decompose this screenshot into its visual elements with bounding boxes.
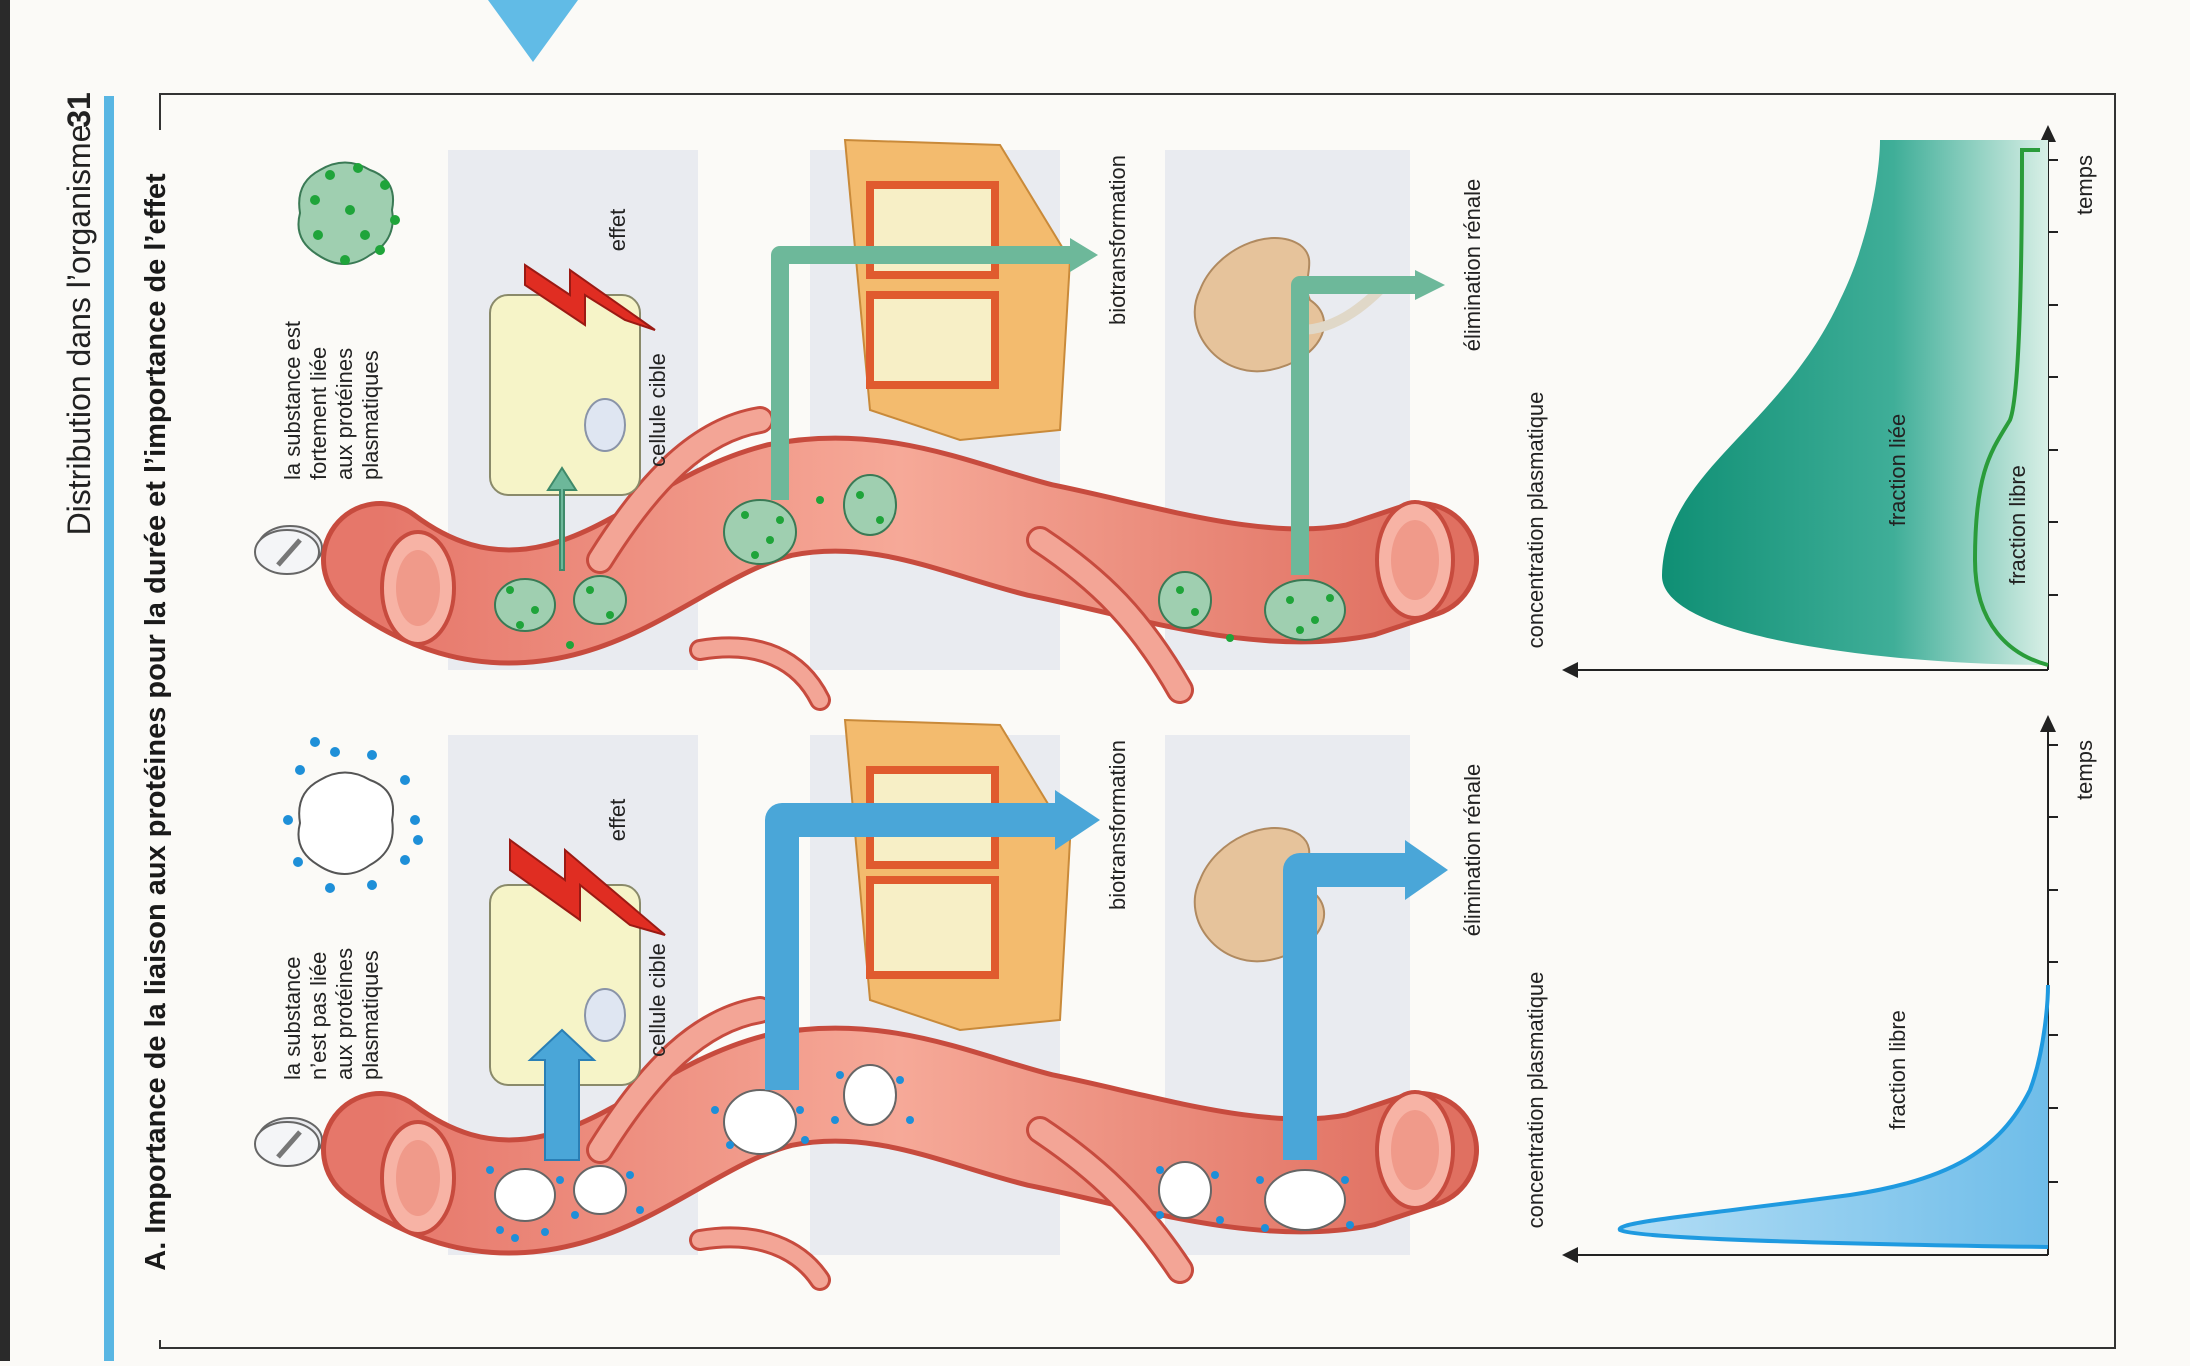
renal-elimination-label: élimination rénale bbox=[1460, 764, 1485, 936]
free-substance-label: la substance n’est pas liée aux protéine… bbox=[280, 942, 383, 1080]
biotransformation-label: biotransformation bbox=[1105, 155, 1130, 325]
binding-edge bbox=[0, 0, 10, 1361]
renal-elimination-arrowhead bbox=[1405, 840, 1448, 900]
blood-vessel bbox=[321, 406, 1479, 711]
blood-vessel bbox=[321, 996, 1479, 1291]
target-cell bbox=[489, 884, 641, 1086]
chart-bound-label-bound: fraction liée bbox=[1885, 414, 1910, 527]
chart-free-label-free: fraction libre bbox=[1885, 1010, 1910, 1130]
chart-free-time-arrow bbox=[2040, 715, 2056, 732]
accent-bar bbox=[104, 96, 114, 1361]
chart-bound-free-line bbox=[1972, 148, 2049, 667]
chart-bound-xlabel: temps bbox=[2072, 155, 2097, 215]
page-number: 31 bbox=[61, 92, 97, 128]
renal-elimination-arrow bbox=[1283, 853, 1410, 1160]
chart-free: fraction libre concentration plasmatique… bbox=[1523, 715, 2097, 1263]
effect-bolt-icon bbox=[524, 263, 656, 331]
figure-title-backdrop bbox=[144, 130, 178, 1340]
page-header-title: Distribution dans l’organisme bbox=[61, 125, 97, 536]
target-cell-label: cellule cible bbox=[645, 353, 670, 467]
panel-bound: la substance est fortement liée aux prot… bbox=[254, 138, 1485, 711]
effect-uptake-arrow bbox=[527, 1028, 597, 1161]
tablet-icon bbox=[254, 525, 323, 575]
effect-uptake-arrow bbox=[546, 466, 578, 571]
protein-free-icon bbox=[283, 737, 423, 893]
protein-bound-icon bbox=[297, 161, 400, 265]
figure-title: A. Importance de la liaison aux protéine… bbox=[140, 173, 172, 1271]
biotransformation-arrowhead bbox=[1055, 790, 1100, 850]
chart-bound-conc-arrow bbox=[1562, 662, 1578, 678]
effect-label: effet bbox=[605, 209, 630, 251]
renal-elimination-arrowhead bbox=[1415, 270, 1445, 300]
effect-bolt-icon bbox=[509, 838, 666, 936]
bound-substance-label: la substance est fortement liée aux prot… bbox=[280, 315, 383, 480]
biotransformation-label: biotransformation bbox=[1105, 740, 1130, 910]
chart-free-line bbox=[1617, 984, 2050, 1249]
effect-label: effet bbox=[605, 799, 630, 841]
chart-free-xlabel: temps bbox=[2072, 740, 2097, 800]
tablet-icon bbox=[254, 1117, 323, 1167]
chart-bound-time-arrow bbox=[2040, 125, 2056, 142]
chart-free-ylabel: concentration plasmatique bbox=[1523, 972, 1548, 1229]
top-marker-triangle bbox=[488, 0, 578, 62]
target-cell-label: cellule cible bbox=[645, 943, 670, 1057]
renal-elimination-arrow bbox=[1291, 276, 1420, 575]
target-cell bbox=[489, 294, 641, 496]
chart-bound-label-free: fraction libre bbox=[2005, 465, 2030, 585]
chart-bound: fraction liée fraction libre concentrati… bbox=[1523, 125, 2097, 678]
biotransformation-arrow bbox=[765, 803, 1060, 1090]
biotransformation-arrow bbox=[771, 246, 1075, 500]
chart-free-conc-arrow bbox=[1562, 1247, 1578, 1263]
chart-bound-ylabel: concentration plasmatique bbox=[1523, 392, 1548, 649]
chart-bound-area bbox=[1661, 140, 2048, 665]
renal-elimination-label: élimination rénale bbox=[1460, 179, 1485, 351]
panel-free: la substance n’est pas liée aux protéine… bbox=[254, 718, 1485, 1291]
chart-free-area bbox=[1619, 985, 2048, 1247]
biotransformation-arrowhead bbox=[1070, 238, 1098, 272]
